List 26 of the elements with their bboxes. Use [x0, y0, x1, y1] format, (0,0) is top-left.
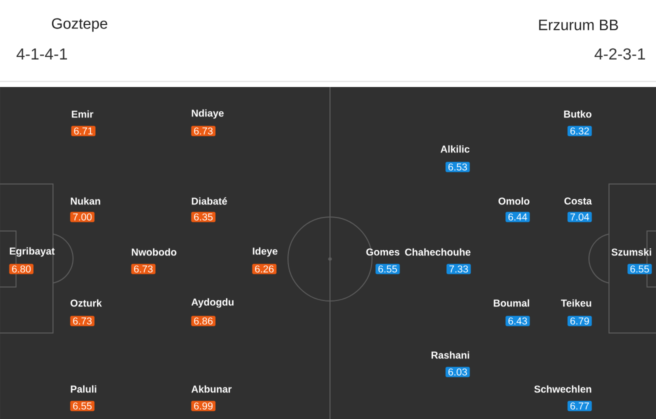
player-name: Butko: [564, 110, 592, 118]
player-name: Diabaté: [192, 197, 227, 205]
player-name: Alkilic: [440, 145, 470, 153]
player-name: Rashani: [432, 351, 470, 359]
player-name: Egribayat: [10, 247, 55, 257]
player-name: Teikeu: [560, 299, 592, 307]
player-name: Schwechlen: [534, 385, 592, 393]
player-name: Szumski: [612, 248, 652, 256]
player-name: Costa: [564, 197, 592, 205]
player-name: Emir: [72, 110, 94, 118]
player-name: Nukan: [70, 197, 100, 205]
player-name: Ozturk: [70, 299, 102, 307]
team-label: Erzurum BB: [539, 20, 618, 30]
player-name: Akbunar: [191, 385, 232, 393]
player-name: Ideye: [252, 247, 278, 257]
player-name: Aydogdu: [191, 298, 234, 308]
player-name: Omolo: [498, 197, 530, 205]
team-label: 4-1-4-1: [16, 48, 67, 60]
team-label: Goztepe: [52, 18, 108, 32]
player-name: Boumal: [494, 299, 530, 307]
player-name: Nwobodo: [132, 248, 176, 256]
player-name: Gomes: [366, 248, 400, 256]
team-label: 4-2-3-1: [594, 48, 645, 60]
player-name: Chahechouhe: [405, 248, 470, 256]
player-name: Ndiaye: [192, 109, 224, 119]
player-name: Paluli: [70, 385, 96, 393]
